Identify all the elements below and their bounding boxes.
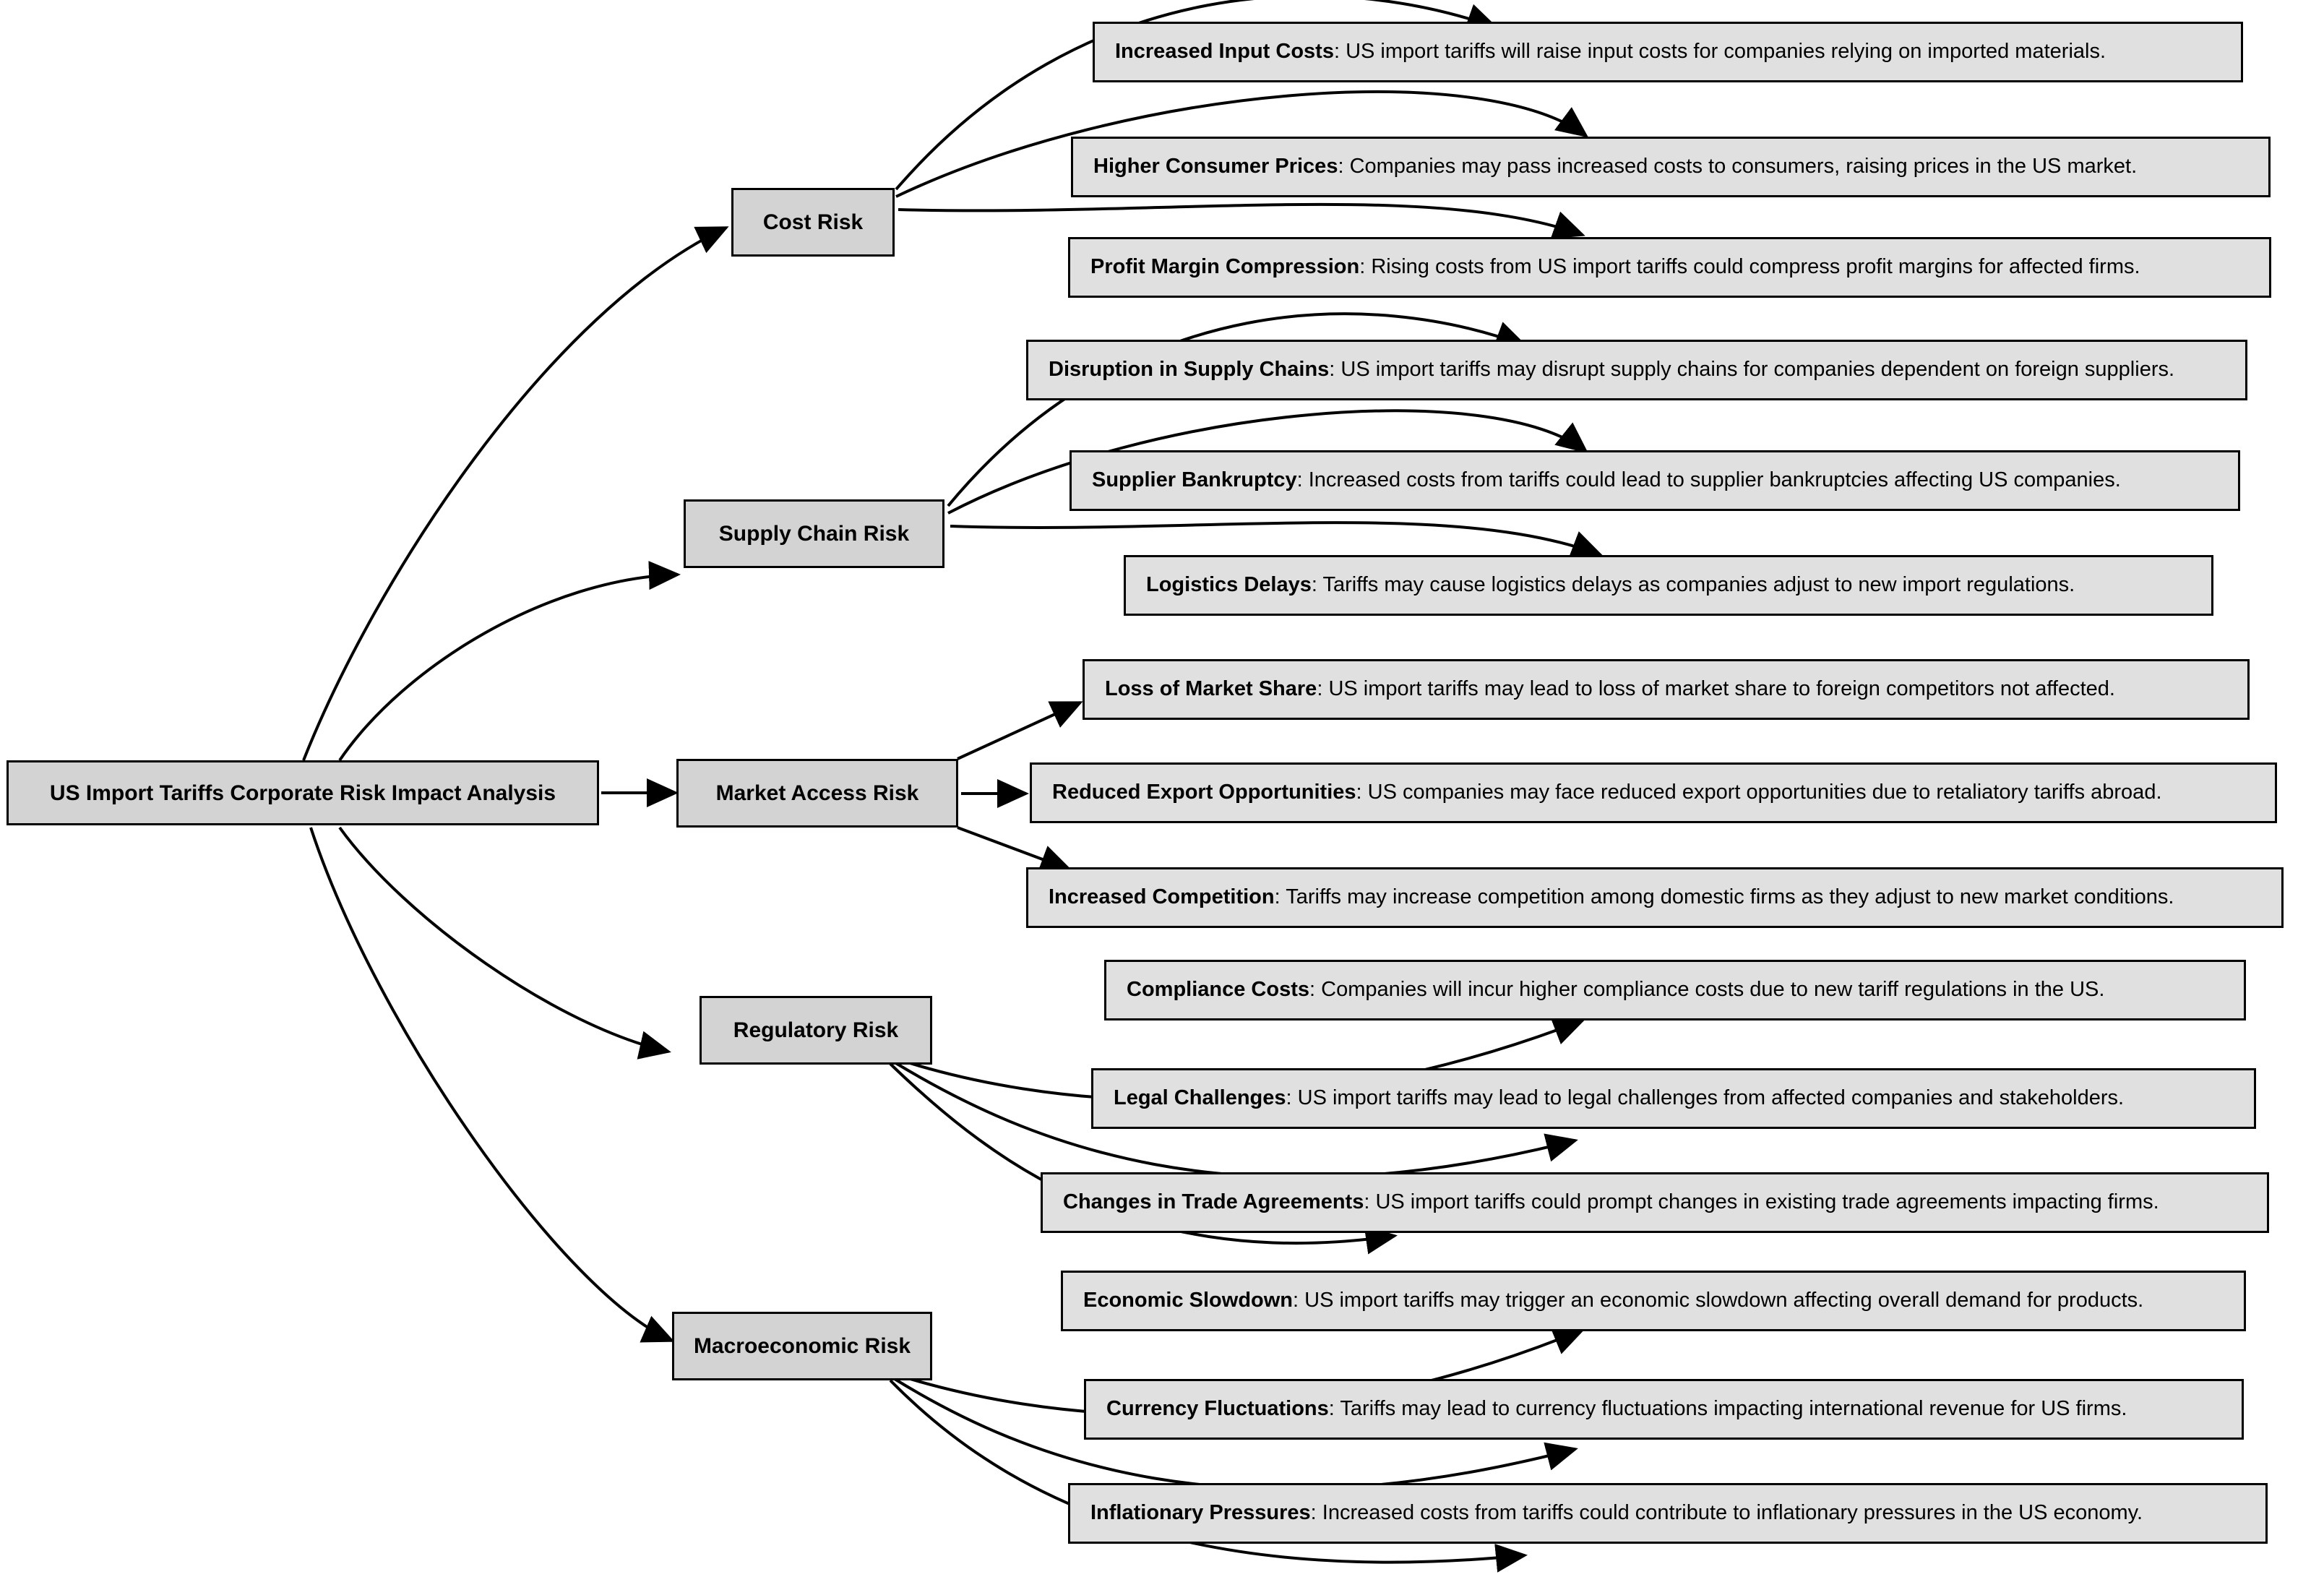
node-inflationary-pressures-text: Inflationary Pressures: Increased costs … (1090, 1501, 2143, 1525)
node-economic-slowdown-text: Economic Slowdown: US import tariffs may… (1083, 1289, 2144, 1312)
edge-root-to-regulatory-risk (338, 826, 671, 1060)
node-reduced-export-opportunities-text: Reduced Export Opportunities: US compani… (1052, 781, 2162, 804)
node-supplier-bankruptcy[interactable]: Supplier Bankruptcy: Increased costs fro… (1070, 450, 2240, 511)
node-legal-challenges[interactable]: Legal Challenges: US import tariffs may … (1091, 1068, 2256, 1129)
node-supply-chain-risk-label: Supply Chain Risk (718, 522, 910, 546)
edge-root-to-cost-risk (302, 226, 729, 761)
edge-root-to-supply-chain-risk (338, 561, 681, 762)
node-higher-consumer-prices[interactable]: Higher Consumer Prices: Companies may pa… (1071, 137, 2271, 197)
edge-root-to-macroeconomic-risk (309, 827, 675, 1343)
node-increased-competition[interactable]: Increased Competition: Tariffs may incre… (1026, 867, 2284, 928)
node-economic-slowdown[interactable]: Economic Slowdown: US import tariffs may… (1061, 1271, 2246, 1331)
edge-market-access-risk-to-loss-of-market-share (957, 701, 1083, 760)
node-cost-risk[interactable]: Cost Risk (731, 188, 895, 257)
node-higher-consumer-prices-text: Higher Consumer Prices: Companies may pa… (1093, 155, 2138, 179)
node-regulatory-risk-label: Regulatory Risk (733, 1018, 899, 1042)
node-changes-in-trade-agreements-text: Changes in Trade Agreements: US import t… (1063, 1190, 2159, 1214)
node-disruption-in-supply-chains[interactable]: Disruption in Supply Chains: US import t… (1026, 340, 2247, 400)
node-loss-of-market-share-text: Loss of Market Share: US import tariffs … (1105, 677, 2115, 701)
node-root-label: US Import Tariffs Corporate Risk Impact … (49, 781, 556, 805)
node-supply-chain-risk[interactable]: Supply Chain Risk (684, 499, 944, 568)
node-root[interactable]: US Import Tariffs Corporate Risk Impact … (7, 760, 599, 825)
node-profit-margin-compression-text: Profit Margin Compression: Rising costs … (1090, 255, 2140, 279)
node-market-access-risk[interactable]: Market Access Risk (676, 759, 958, 828)
node-increased-input-costs[interactable]: Increased Input Costs: US import tariffs… (1093, 22, 2243, 82)
node-cost-risk-label: Cost Risk (762, 210, 864, 234)
node-disruption-in-supply-chains-text: Disruption in Supply Chains: US import t… (1049, 358, 2175, 382)
node-inflationary-pressures[interactable]: Inflationary Pressures: Increased costs … (1068, 1483, 2268, 1544)
node-compliance-costs-text: Compliance Costs: Companies will incur h… (1127, 978, 2105, 1002)
node-logistics-delays-text: Logistics Delays: Tariffs may cause logi… (1146, 573, 2075, 597)
node-currency-fluctuations[interactable]: Currency Fluctuations: Tariffs may lead … (1084, 1379, 2244, 1440)
node-changes-in-trade-agreements[interactable]: Changes in Trade Agreements: US import t… (1041, 1172, 2269, 1233)
node-increased-competition-text: Increased Competition: Tariffs may incre… (1049, 885, 2174, 909)
node-supplier-bankruptcy-text: Supplier Bankruptcy: Increased costs fro… (1092, 468, 2121, 492)
node-currency-fluctuations-text: Currency Fluctuations: Tariffs may lead … (1106, 1397, 2127, 1421)
node-logistics-delays[interactable]: Logistics Delays: Tariffs may cause logi… (1124, 555, 2213, 616)
edge-market-access-risk-to-increased-competition (957, 826, 1072, 873)
node-compliance-costs[interactable]: Compliance Costs: Companies will incur h… (1104, 960, 2246, 1020)
edge-cost-risk-to-profit-margin-compression (898, 202, 1585, 239)
node-regulatory-risk[interactable]: Regulatory Risk (700, 996, 932, 1065)
node-increased-input-costs-text: Increased Input Costs: US import tariffs… (1115, 40, 2106, 64)
node-profit-margin-compression[interactable]: Profit Margin Compression: Rising costs … (1068, 237, 2271, 298)
node-loss-of-market-share[interactable]: Loss of Market Share: US import tariffs … (1083, 659, 2250, 720)
node-market-access-risk-label: Market Access Risk (715, 781, 919, 805)
node-macroeconomic-risk-label: Macroeconomic Risk (693, 1334, 911, 1358)
node-reduced-export-opportunities[interactable]: Reduced Export Opportunities: US compani… (1030, 762, 2277, 823)
node-legal-challenges-text: Legal Challenges: US import tariffs may … (1114, 1086, 2125, 1110)
edge-supply-chain-risk-to-logistics-delays (950, 521, 1604, 559)
node-macroeconomic-risk[interactable]: Macroeconomic Risk (672, 1312, 932, 1380)
